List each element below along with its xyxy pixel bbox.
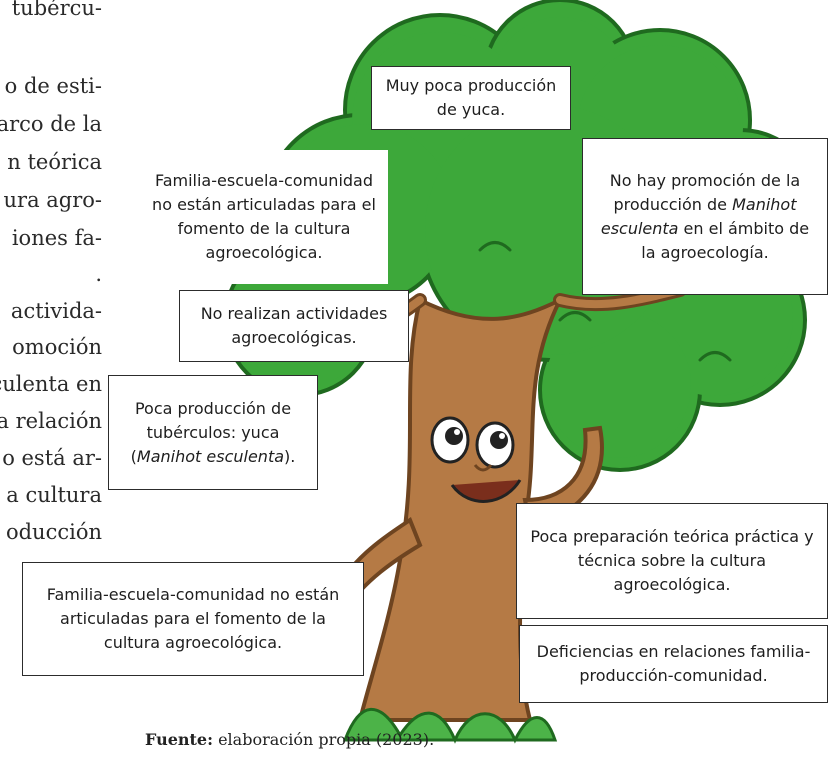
body-line: . [95,262,102,286]
box-deficiencias-relaciones: Deficiencias en relaciones familia-produ… [519,625,828,703]
body-line: o está ar- [2,446,102,470]
body-line: arco de la [0,112,102,136]
body-line: a relación [0,409,102,433]
body-line: activida- [10,299,102,323]
box-no-hay-promocion: No hay promoción de la producción de Man… [582,138,828,295]
body-line: ura agro- [3,188,103,212]
box-muy-poca-produccion: Muy poca producción de yuca. [371,66,571,130]
body-line: oducción [5,520,102,544]
box-poca-preparacion-teorica: Poca preparación teórica práctica y técn… [516,503,828,619]
body-line: culenta en [0,372,102,396]
body-line: o de esti- [4,74,102,98]
figure-source-caption: Fuente: elaboración propia (2023). [145,730,435,749]
body-line: omoción [12,335,102,359]
box-no-realizan-actividades: No realizan actividades agroecológicas. [179,290,409,362]
body-line: iones fa- [11,226,102,250]
body-text-fragment: tubércu- o de esti- arco de la n teórica… [0,0,110,560]
box-familia-no-articuladas-bottom: Familia-escuela-comunidad no están artic… [22,562,364,676]
body-line: n teórica [7,150,102,174]
box-poca-produccion-tuberculos: Poca producción de tubérculos: yuca (Man… [108,375,318,490]
body-line: a cultura [6,483,102,507]
box-familia-no-articuladas-top: Familia-escuela-comunidad no están artic… [140,150,388,284]
body-line: tubércu- [11,0,102,20]
